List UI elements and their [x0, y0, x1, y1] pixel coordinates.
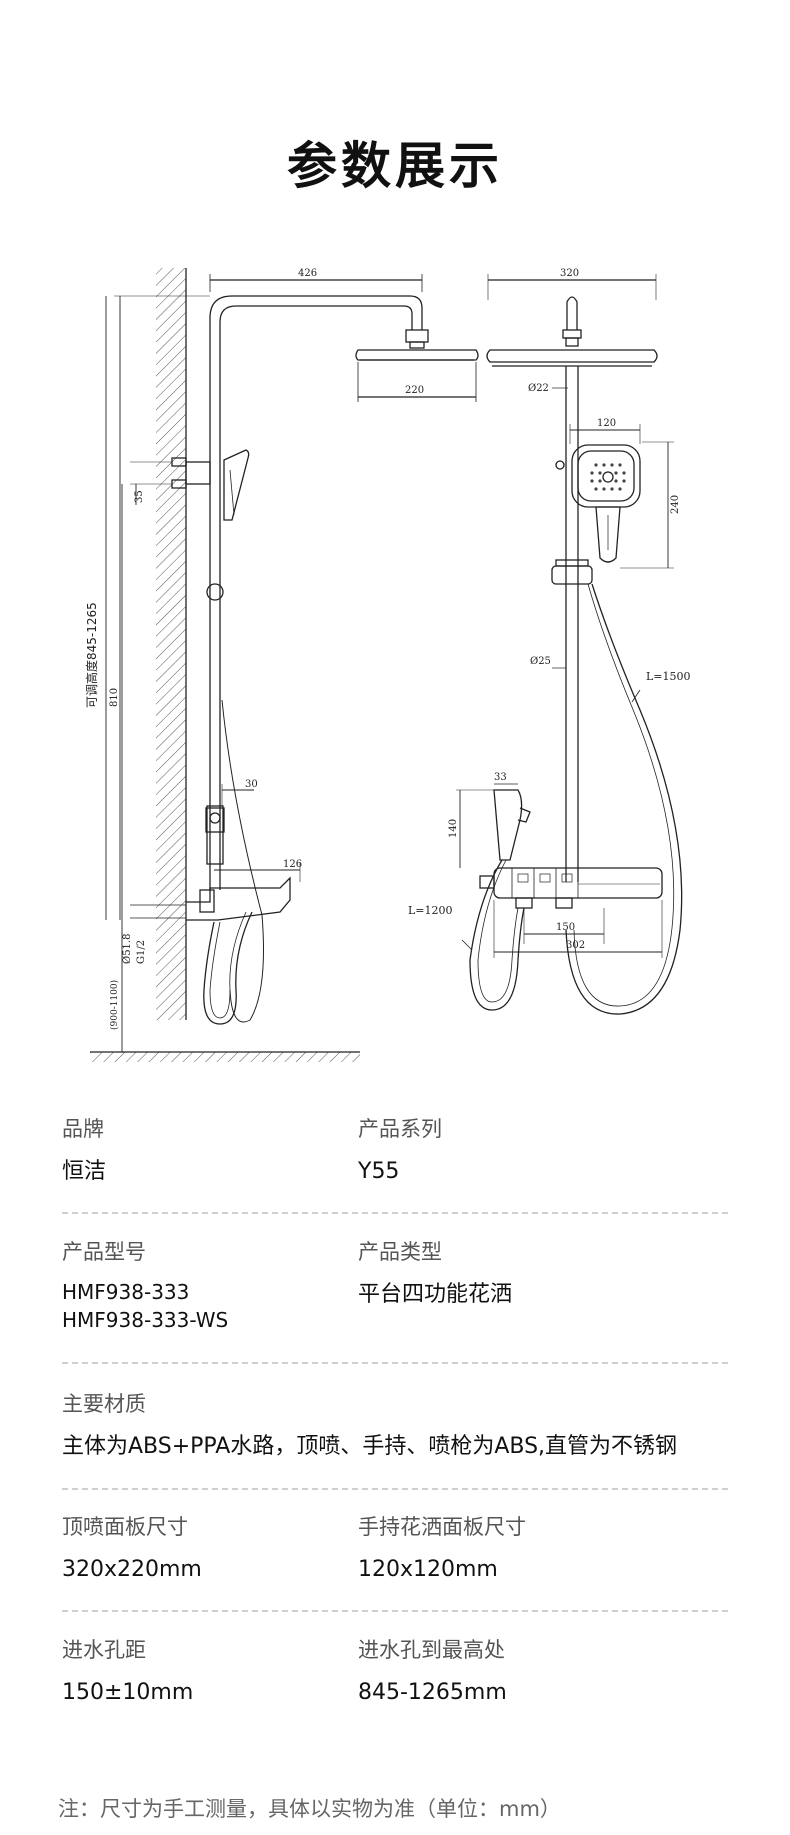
material-label: 主要材质 [62, 1392, 146, 1416]
inlet-height-label: 进水孔到最高处 [358, 1638, 505, 1662]
top-panel-value: 320x220mm [62, 1557, 202, 1582]
dim-rod-dia: Ø25 [530, 656, 551, 667]
brand-label: 品牌 [62, 1117, 104, 1141]
dim-35: 35 [134, 490, 145, 503]
dim-pipe-dia: Ø51.8 [122, 934, 133, 964]
brand-value: 恒洁 [62, 1159, 107, 1184]
dim-30: 30 [245, 779, 258, 790]
technical-drawing: 426 220 35 可调高度845-1265 810 30 [84, 268, 691, 1062]
series-label: 产品系列 [358, 1117, 442, 1141]
measurement-note: 注：尺寸为手工测量，具体以实物为准（单位：mm） [58, 1797, 561, 1821]
model-label: 产品型号 [62, 1240, 146, 1264]
material-value: 主体为ABS+PPA水路，顶喷、手持、喷枪为ABS,直管为不锈钢 [62, 1434, 678, 1459]
dim-140: 140 [448, 819, 459, 838]
dim-810: 810 [109, 688, 120, 707]
label-hose-1200: L=1200 [408, 904, 453, 917]
dim-150: 150 [556, 922, 575, 933]
series-value: Y55 [358, 1159, 400, 1184]
dim-top-dia: Ø22 [528, 383, 549, 394]
dim-126: 126 [283, 859, 302, 870]
inlet-distance-value: 150±10mm [62, 1680, 194, 1705]
dim-302: 302 [566, 940, 585, 951]
front-view: 320 Ø22 120 240 [408, 268, 691, 1015]
dim-220: 220 [405, 385, 424, 396]
page-title: 参数展示 [287, 137, 503, 195]
inlet-distance-label: 进水孔距 [62, 1638, 146, 1662]
inlet-height-value: 845-1265mm [358, 1680, 507, 1705]
divider [62, 1212, 728, 1214]
divider [62, 1362, 728, 1364]
label-hose-1500: L=1500 [646, 670, 691, 683]
dim-33: 33 [494, 772, 507, 783]
dim-240: 240 [670, 495, 681, 514]
divider [62, 1610, 728, 1612]
top-panel-label: 顶喷面板尺寸 [62, 1515, 188, 1539]
side-view: 426 220 35 可调高度845-1265 810 30 [84, 268, 479, 1062]
model-value-2: HMF938-333-WS [62, 1308, 229, 1332]
dim-320: 320 [560, 268, 579, 279]
hand-panel-value: 120x120mm [358, 1557, 498, 1582]
dim-inlet-height: (900-1100) [109, 980, 120, 1030]
divider [62, 1488, 728, 1490]
type-label: 产品类型 [358, 1240, 442, 1264]
type-value: 平台四功能花洒 [358, 1282, 513, 1307]
hand-panel-label: 手持花洒面板尺寸 [358, 1515, 526, 1539]
dim-426: 426 [298, 268, 317, 279]
dim-120: 120 [597, 418, 616, 429]
model-value-1: HMF938-333 [62, 1280, 190, 1304]
dim-height-range: 可调高度845-1265 [84, 602, 99, 708]
dim-thread: G1/2 [136, 940, 147, 964]
